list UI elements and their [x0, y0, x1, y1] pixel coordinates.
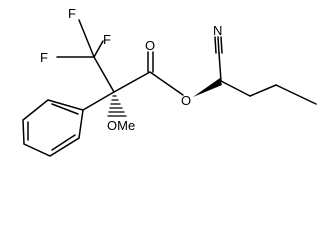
bond-cn-triple-b: [217, 36, 220, 54]
bond-cf3-f-right: [93, 40, 104, 58]
structure-canvas: F F F O O N OMe: [22, 6, 317, 157]
atom-label-f-left: F: [40, 50, 48, 65]
atom-label-f-top: F: [68, 6, 76, 21]
phenyl-inner-bond-1: [51, 134, 76, 151]
bond-ch2-ch2: [249, 84, 277, 97]
phenyl-inner-bond-3: [51, 103, 79, 115]
bond-ch-cn: [218, 52, 222, 82]
atom-label-carbonyl-o: O: [145, 38, 155, 53]
bond-cf3-f-top: [78, 19, 95, 58]
bond-carbonyl-ester-o: [149, 71, 184, 96]
bond-cn-triple-c: [220, 36, 223, 54]
atom-label-nitrile-n: N: [213, 23, 222, 38]
hashed-bond-stereocenter-ome: [107, 95, 127, 117]
bond-ch2-ch3: [275, 84, 317, 105]
chemical-structure-diagram: F F F O O N OMe: [22, 6, 317, 157]
atom-label-methoxy: OMe: [107, 118, 135, 133]
bond-stereocenter-carbonyl: [113, 71, 151, 93]
bond-cf3-stereocenter: [93, 56, 115, 93]
bond-stereocenter-phenyl: [82, 91, 115, 111]
phenyl-ring: [22, 99, 84, 157]
atom-label-f-right: F: [103, 32, 111, 47]
wedge-bond-ester-ch: [193, 78, 222, 97]
bond-ch-ch2-a: [220, 80, 251, 97]
bond-cn-triple-a: [214, 36, 217, 54]
atom-label-ester-o: O: [181, 93, 191, 108]
